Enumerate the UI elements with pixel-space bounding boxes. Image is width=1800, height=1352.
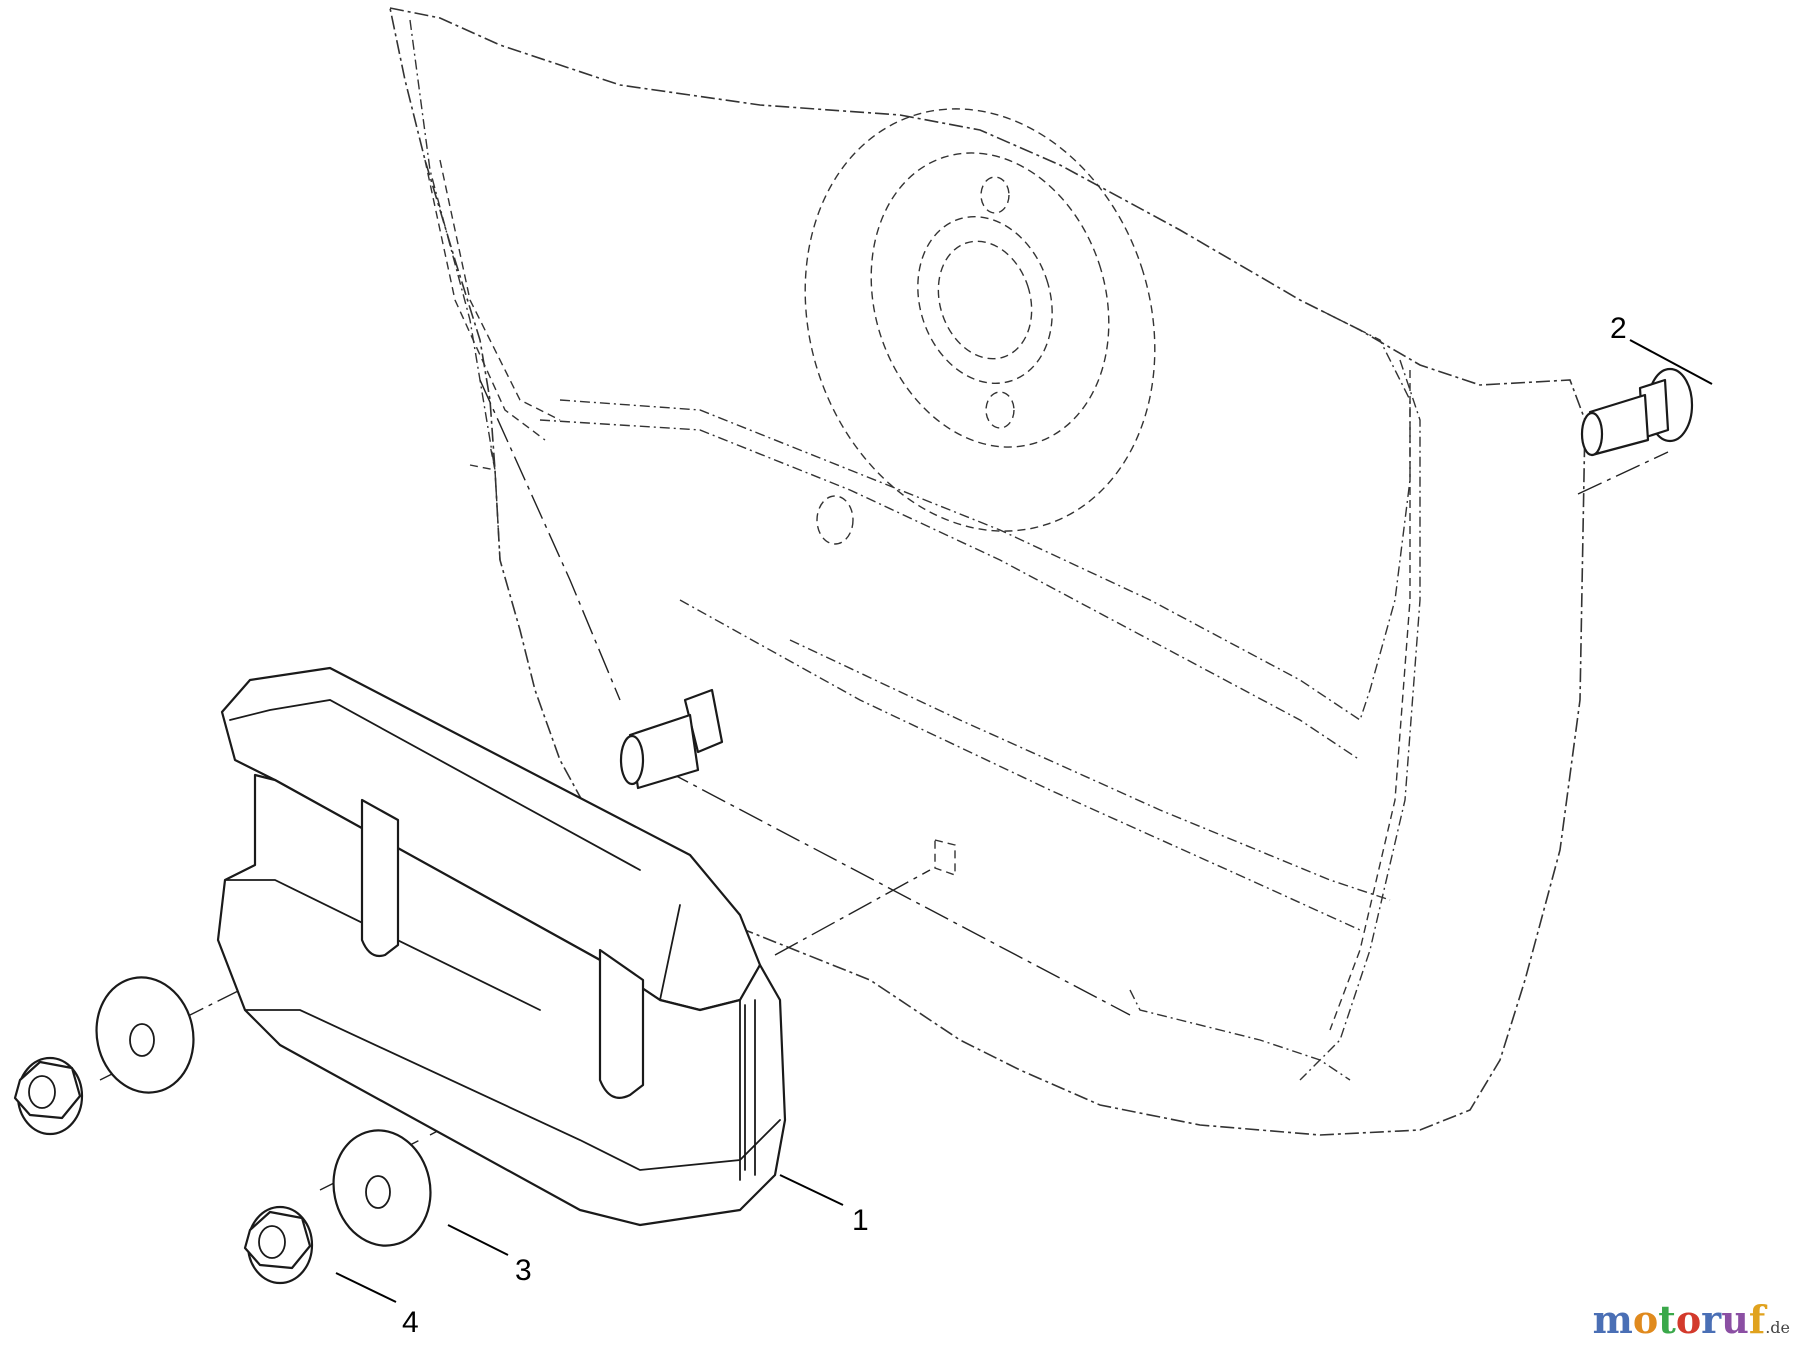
watermark-letter: m: [1592, 1297, 1633, 1342]
carriage-bolt: [1580, 367, 1694, 457]
watermark-letter: t: [1658, 1297, 1676, 1342]
callout-1: 1: [852, 1204, 869, 1237]
motoruf-watermark-logo: motoruf.de: [1593, 1297, 1790, 1342]
callouts: 1 2 3 4: [335, 312, 1713, 1339]
flat-washer: [95, 976, 432, 1247]
watermark-letter: f: [1748, 1297, 1766, 1342]
callout-4: 4: [402, 1306, 419, 1339]
watermark-letter: r: [1701, 1297, 1722, 1342]
watermark-letter: o: [1632, 1297, 1659, 1342]
callout-3: 3: [515, 1254, 532, 1287]
ballast-weight: [216, 666, 787, 1227]
callout-2: 2: [1610, 312, 1627, 345]
carriage-bolt-installed: [619, 688, 724, 790]
side-plate-ghost: [388, 6, 1586, 1136]
flange-locknut: [13, 1056, 314, 1285]
watermark-letter: o: [1675, 1297, 1702, 1342]
watermark-letter: u: [1721, 1297, 1749, 1342]
watermark-letters: motoruf: [1593, 1297, 1766, 1342]
watermark-tld: .de: [1765, 1318, 1790, 1337]
